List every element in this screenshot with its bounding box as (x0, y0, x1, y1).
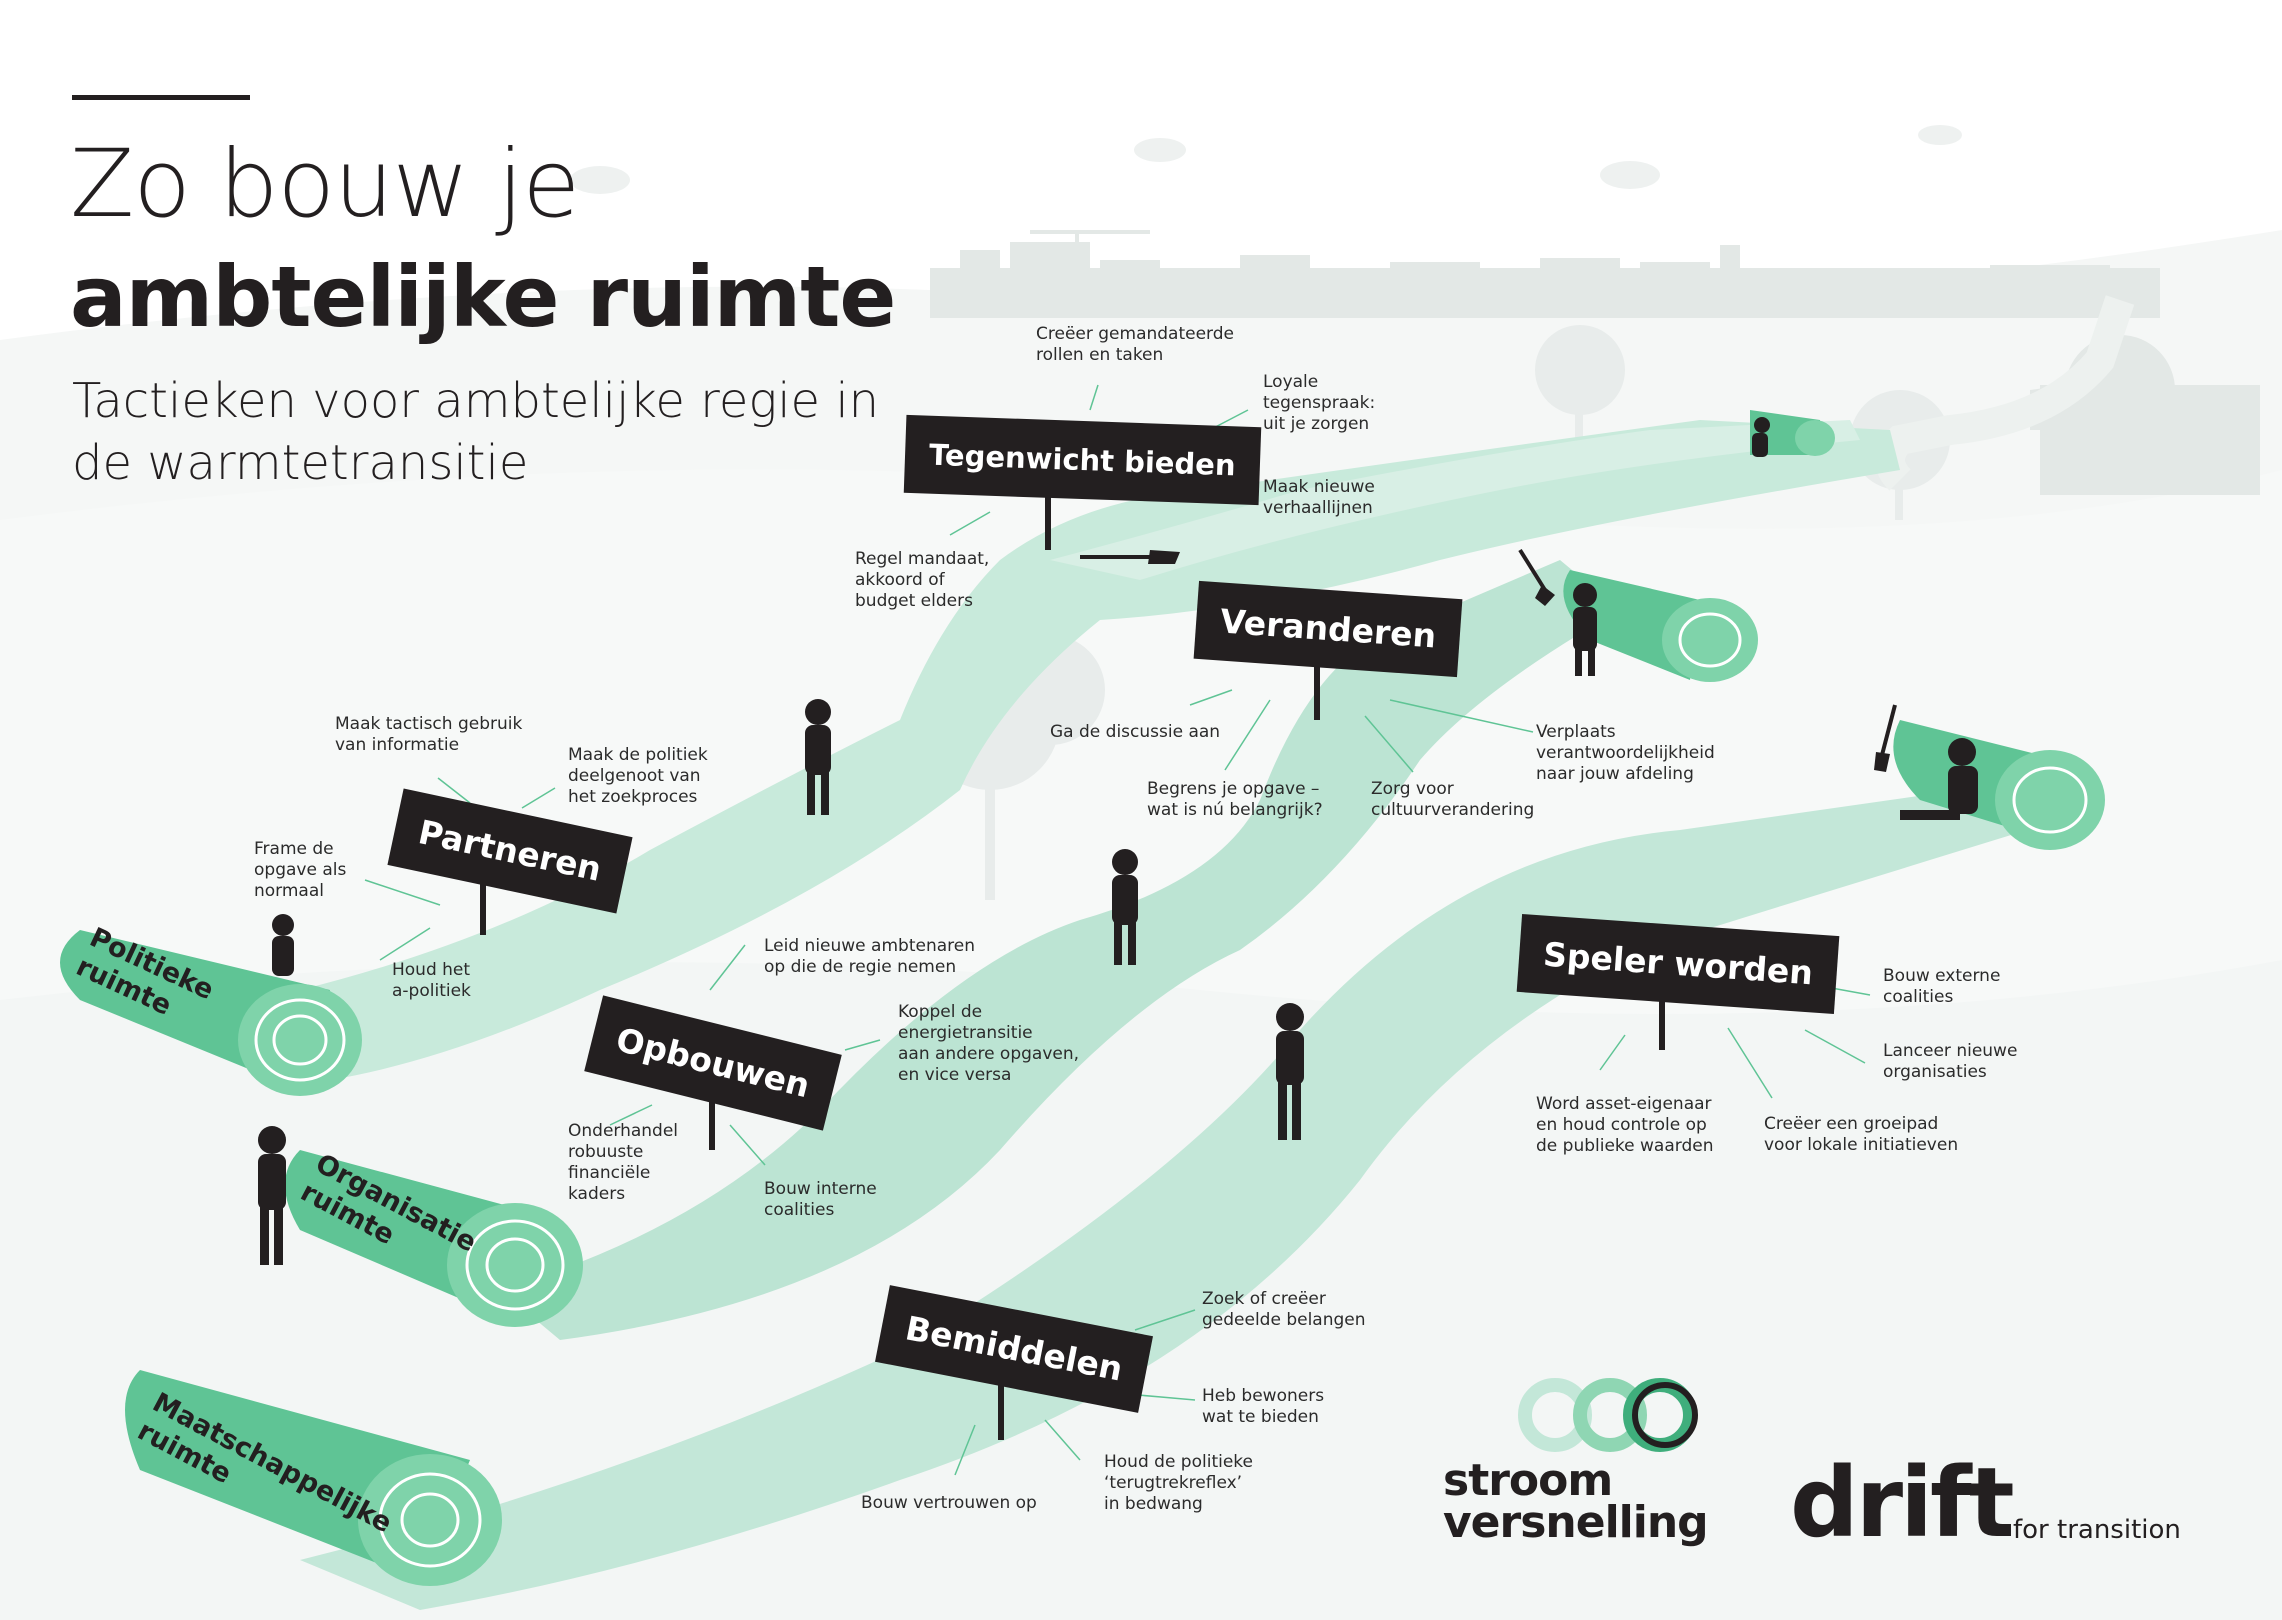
note-belangen: Zoek of creëer gedeelde belangen (1202, 1289, 1366, 1330)
person-1 (805, 699, 831, 815)
note-begrens: Begrens je opgave – wat is nú belangrijk… (1147, 779, 1323, 820)
people (258, 417, 1978, 1265)
note-frame: Frame de opgave als normaal (254, 839, 347, 901)
note-gemandateerde: Creëer gemandateerde rollen en taken (1036, 324, 1234, 365)
note-discussie: Ga de discussie aan (1050, 722, 1221, 742)
path-maatschappelijk (300, 780, 2060, 1610)
note-lanceer: Lanceer nieuwe organisaties (1883, 1041, 2018, 1082)
note-koppel: Koppel de energietransitie aan andere op… (898, 1002, 1080, 1085)
subtitle: Tactieken voor ambtelijke regie in de wa… (72, 373, 880, 492)
note-apolitiek: Houd het a-politiek (392, 960, 471, 1001)
roll-maatschappelijk (125, 1370, 502, 1586)
title-rule (72, 95, 250, 100)
note-asset: Word asset-eigenaar en houd controle op … (1536, 1094, 1714, 1156)
drift-logo: drift (1790, 1447, 2015, 1559)
note-vertrouwen: Bouw vertrouwen op (861, 1493, 1037, 1513)
note-bewoners: Heb bewoners wat te bieden (1202, 1386, 1325, 1427)
person-5 (272, 914, 294, 976)
stroomversnelling-logo: stroom versnelling (1443, 1455, 1709, 1548)
person-6 (1573, 583, 1597, 676)
path-far (1050, 420, 1860, 580)
person-3 (1276, 1003, 1304, 1140)
person-4 (258, 1126, 286, 1265)
note-externe: Bouw externe coalities (1883, 966, 2001, 1007)
person-7 (1900, 738, 1978, 820)
note-verplaats: Verplaats verantwoordelijkheid naar jouw… (1536, 722, 1715, 784)
sign-posts (480, 490, 1665, 1440)
path-politiek (300, 420, 1900, 1080)
drift-tagline: for transition (2013, 1515, 2181, 1545)
note-terugtrek: Houd de politieke ‘terugtrekreflex’ in b… (1104, 1452, 1253, 1514)
path-organisatie (500, 560, 1620, 1340)
note-loyale: Loyale tegenspraak: uit je zorgen (1263, 372, 1376, 434)
note-mandaat: Regel mandaat, akkoord of budget elders (855, 549, 990, 611)
roll-politiek (60, 930, 362, 1096)
note-tactisch: Maak tactisch gebruik van informatie (335, 714, 523, 755)
title-line1: Zo bouw je (70, 130, 580, 239)
stroomversnelling-logo-mark (1518, 1378, 1698, 1452)
note-groeipad: Creëer een groeipad voor lokale initiati… (1764, 1114, 1959, 1155)
roll-mid-right (1563, 570, 1758, 682)
roll-organisatie (285, 1150, 583, 1327)
note-leid: Leid nieuwe ambtenaren op die de regie n… (764, 936, 975, 977)
shovels (1080, 548, 1897, 756)
sign-tegenwicht: Tegenwicht bieden (903, 414, 1261, 506)
note-cultuur: Zorg voor cultuurverandering (1371, 779, 1535, 820)
note-interne: Bouw interne coalities (764, 1179, 877, 1220)
clouds (570, 125, 1962, 194)
person-2 (1112, 849, 1138, 965)
note-deelgenoot: Maak de politiek deelgenoot van het zoek… (568, 745, 708, 807)
title-line2: ambtelijke ruimte (70, 248, 896, 346)
note-onderhandel: Onderhandel robuuste financiële kaders (568, 1121, 679, 1204)
person-8 (1752, 417, 1770, 457)
note-verhaallijnen: Maak nieuwe verhaallijnen (1263, 477, 1375, 518)
